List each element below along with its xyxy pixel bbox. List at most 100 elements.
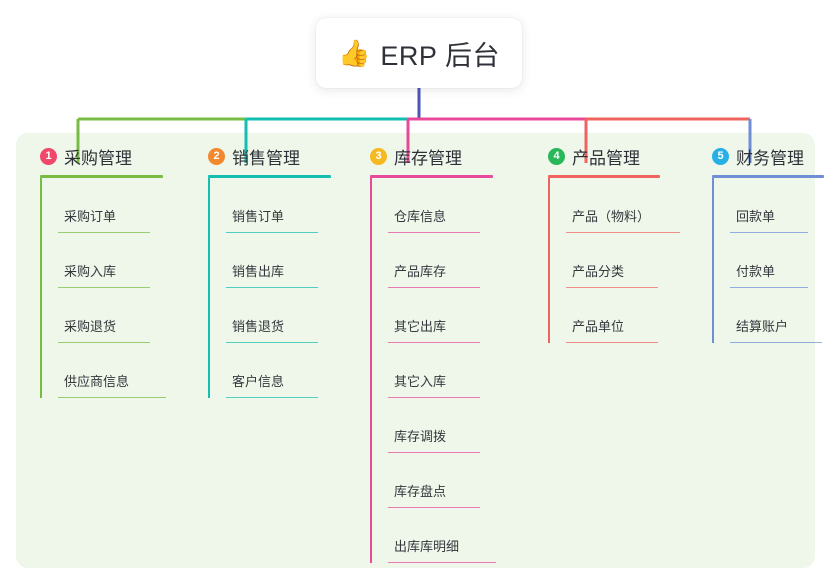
- branch-item-underline: [566, 341, 658, 343]
- branch-item-underline: [58, 231, 150, 233]
- branch-item[interactable]: 库存盘点: [370, 453, 493, 508]
- branch-item[interactable]: 其它出库: [370, 288, 493, 343]
- branch-item-label: 产品（物料）: [572, 209, 651, 224]
- branch-item-underline: [388, 506, 480, 508]
- branch-item-underline: [388, 561, 496, 563]
- branch-spine: [548, 178, 550, 343]
- branch-item[interactable]: 销售退货: [208, 288, 331, 343]
- branch-header-underline: [712, 175, 824, 178]
- branch-item-label: 库存盘点: [394, 484, 447, 499]
- branches-panel: [16, 133, 815, 568]
- branch-item[interactable]: 出库库明细: [370, 508, 496, 563]
- branch-item-underline: [226, 396, 318, 398]
- branch-item-underline: [730, 341, 822, 343]
- branch-item[interactable]: 销售订单: [208, 178, 331, 233]
- branch-item-label: 产品分类: [572, 264, 625, 279]
- branch-item-underline: [58, 286, 150, 288]
- branch-spine: [712, 178, 714, 343]
- branch-item-label: 客户信息: [232, 374, 285, 389]
- branch-item-label: 采购退货: [64, 319, 117, 334]
- branch-header-2[interactable]: 2 销售管理: [190, 143, 331, 169]
- branch-item[interactable]: 产品分类: [548, 233, 660, 288]
- branch-item[interactable]: 产品（物料）: [548, 178, 680, 233]
- branch-item-underline: [58, 341, 150, 343]
- branch-item-underline: [730, 231, 808, 233]
- branch-item-underline: [388, 451, 480, 453]
- branch-header-5[interactable]: 5 财务管理: [694, 143, 824, 169]
- branch-item-label: 销售出库: [232, 264, 285, 279]
- root-node-content: 👍 ERP 后台: [338, 34, 500, 73]
- branch-item-label: 销售退货: [232, 319, 285, 334]
- branch-title: 销售管理: [232, 148, 300, 168]
- branch-item[interactable]: 其它入库: [370, 343, 493, 398]
- branch-item-label: 产品库存: [394, 264, 447, 279]
- branch-item-underline: [566, 231, 680, 233]
- branch-number-badge: 3: [370, 147, 387, 165]
- branch-item-underline: [226, 341, 318, 343]
- branch-item-label: 供应商信息: [64, 374, 130, 389]
- branch-spine: [208, 178, 210, 398]
- branch-item-label: 其它出库: [394, 319, 447, 334]
- branch-item-label: 回款单: [736, 209, 776, 224]
- branch-item-list: 产品（物料） 产品分类产品单位: [530, 178, 680, 343]
- root-node-card[interactable]: 👍 ERP 后台: [316, 18, 522, 88]
- branch-number-badge: 1: [40, 147, 57, 165]
- branch-item-label: 其它入库: [394, 374, 447, 389]
- branch-title: 库存管理: [394, 148, 462, 168]
- branch-item-underline: [226, 231, 318, 233]
- branch-item-label: 付款单: [736, 264, 776, 279]
- branch-column-5[interactable]: 5 财务管理回款单付款单结算账户: [694, 143, 824, 343]
- branch-title: 采购管理: [64, 148, 132, 168]
- branch-column-3[interactable]: 3 库存管理仓库信息产品库存其它出库其它入库库存调拨库存盘点出库库明细: [352, 143, 496, 563]
- branch-item[interactable]: 采购退货: [40, 288, 163, 343]
- branch-item[interactable]: 仓库信息: [370, 178, 493, 233]
- branch-item-label: 采购入库: [64, 264, 117, 279]
- branch-header-underline: [208, 175, 331, 178]
- branch-spine: [40, 178, 42, 398]
- branch-item-label: 库存调拨: [394, 429, 447, 444]
- branch-item-list: 仓库信息产品库存其它出库其它入库库存调拨库存盘点出库库明细: [352, 178, 496, 563]
- branch-item[interactable]: 产品库存: [370, 233, 493, 288]
- branch-item[interactable]: 销售出库: [208, 233, 331, 288]
- branch-item-underline: [388, 396, 480, 398]
- branch-item-underline: [388, 341, 480, 343]
- branch-column-2[interactable]: 2 销售管理销售订单销售出库销售退货客户信息: [190, 143, 331, 398]
- branch-number-badge: 5: [712, 147, 729, 165]
- branch-item[interactable]: 产品单位: [548, 288, 660, 343]
- branch-title: 财务管理: [736, 148, 804, 168]
- branch-item-label: 出库库明细: [394, 539, 460, 554]
- branch-column-1[interactable]: 1 采购管理采购订单采购入库采购退货供应商信息: [22, 143, 166, 398]
- branch-item[interactable]: 库存调拨: [370, 398, 493, 453]
- branch-item[interactable]: 供应商信息: [40, 343, 166, 398]
- branch-title: 产品管理: [572, 148, 640, 168]
- branch-item-underline: [388, 286, 480, 288]
- branch-item-label: 结算账户: [736, 319, 789, 334]
- branch-column-4[interactable]: 4 产品管理产品（物料） 产品分类产品单位: [530, 143, 680, 343]
- branch-item-underline: [730, 286, 808, 288]
- branch-item[interactable]: 付款单: [712, 233, 824, 288]
- branch-item-label: 采购订单: [64, 209, 117, 224]
- branch-item-label: 销售订单: [232, 209, 285, 224]
- branch-number-badge: 4: [548, 147, 565, 165]
- branch-item-list: 采购订单采购入库采购退货供应商信息: [22, 178, 166, 398]
- branch-header-4[interactable]: 4 产品管理: [530, 143, 660, 169]
- branch-item[interactable]: 客户信息: [208, 343, 331, 398]
- branch-item-underline: [388, 231, 480, 233]
- branch-item[interactable]: 采购订单: [40, 178, 163, 233]
- branch-item-label: 仓库信息: [394, 209, 447, 224]
- thumbs-up-icon: 👍: [338, 38, 371, 68]
- branch-header-1[interactable]: 1 采购管理: [22, 143, 163, 169]
- branch-item-underline: [58, 396, 166, 398]
- branch-item[interactable]: 采购入库: [40, 233, 163, 288]
- branch-number-badge: 2: [208, 147, 225, 165]
- branch-spine: [370, 178, 372, 563]
- branch-header-underline: [548, 175, 660, 178]
- root-node-title: ERP 后台: [380, 40, 500, 71]
- branch-item[interactable]: 回款单: [712, 178, 824, 233]
- branch-header-3[interactable]: 3 库存管理: [352, 143, 493, 169]
- branch-item-list: 销售订单销售出库销售退货客户信息: [190, 178, 331, 398]
- branch-item-underline: [226, 286, 318, 288]
- branch-item-list: 回款单付款单结算账户: [694, 178, 824, 343]
- branch-item[interactable]: 结算账户: [712, 288, 824, 343]
